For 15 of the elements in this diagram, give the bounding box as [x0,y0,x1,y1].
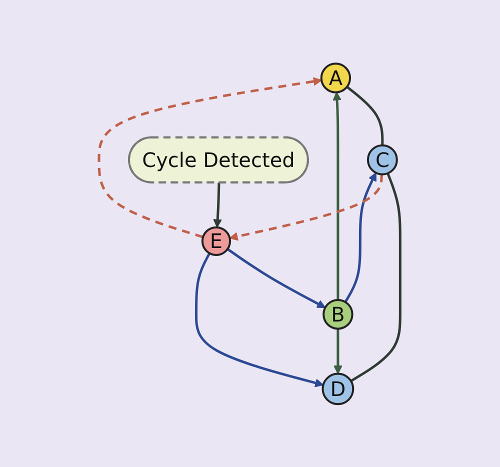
arrow [227,248,326,308]
connector [350,172,402,382]
arrow [333,92,342,300]
node-circle: E [202,226,232,256]
arrow [230,174,384,241]
arrow [98,77,322,238]
arrow [334,328,343,374]
node-circle: A [320,62,352,94]
node-circle: C [367,144,398,176]
arrow [214,182,222,228]
arrow [195,252,324,388]
arrow [344,172,377,303]
node-circle: B [322,298,354,330]
connector [346,86,384,146]
node-circle: D [322,372,355,406]
